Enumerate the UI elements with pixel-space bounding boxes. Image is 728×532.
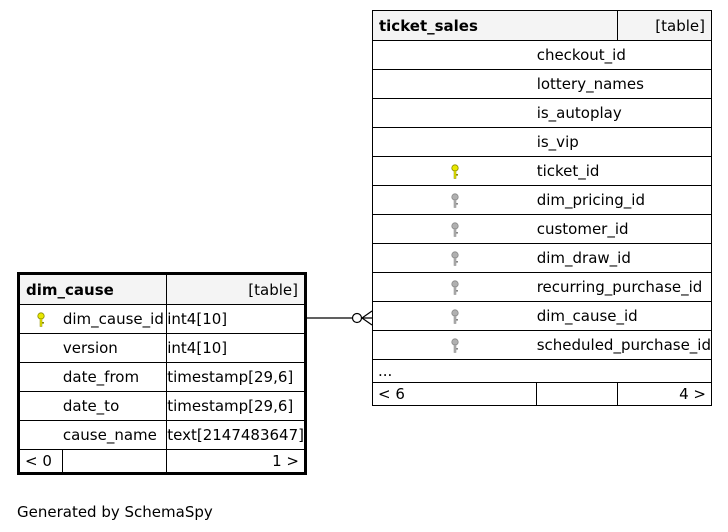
blank-icon-cell	[17, 362, 63, 392]
table-kind: [table]	[617, 10, 712, 41]
column-name[interactable]: is_autoplay	[536, 98, 712, 128]
blank-icon-cell	[17, 420, 63, 450]
column-type: text[2147483647]	[166, 420, 306, 450]
column-name[interactable]: is_vip	[536, 127, 712, 157]
children-count[interactable]: 4 >	[617, 382, 712, 406]
footer-spacer	[62, 449, 168, 474]
column-name[interactable]: scheduled_purchase_id	[536, 330, 712, 360]
foreign-key-icon	[371, 330, 537, 360]
foreign-key-icon	[371, 272, 537, 302]
column-name[interactable]: recurring_purchase_id	[536, 272, 712, 302]
blank-icon-cell	[371, 98, 537, 128]
column-name[interactable]: dim_pricing_id	[536, 185, 712, 215]
blank-icon-cell	[17, 391, 63, 421]
foreign-key-icon	[371, 301, 537, 331]
column-row[interactable]: is_vip	[371, 127, 712, 157]
blank-icon-cell	[371, 127, 537, 157]
column-row[interactable]: dim_pricing_id	[371, 185, 712, 215]
footer-spacer	[536, 382, 619, 406]
column-row[interactable]: checkout_id	[371, 40, 712, 70]
table-title[interactable]: ticket_sales	[371, 10, 619, 41]
column-name[interactable]: dim_cause_id	[62, 304, 168, 334]
column-type: timestamp[29,6]	[166, 362, 306, 392]
primary-key-icon	[17, 304, 63, 334]
column-row[interactable]: dim_cause_id	[371, 301, 712, 331]
blank-icon-cell	[17, 333, 63, 363]
blank-icon-cell	[371, 69, 537, 99]
zero-cardinality-circle	[351, 312, 363, 324]
column-name[interactable]: date_to	[62, 391, 168, 421]
column-name[interactable]: cause_name	[62, 420, 168, 450]
generated-by-caption: Generated by SchemaSpy	[17, 503, 213, 521]
column-row[interactable]: is_autoplay	[371, 98, 712, 128]
primary-key-icon	[371, 156, 537, 186]
foreign-key-icon	[371, 185, 537, 215]
column-type: int4[10]	[166, 333, 306, 363]
column-row[interactable]: recurring_purchase_id	[371, 272, 712, 302]
blank-icon-cell	[371, 40, 537, 70]
column-name[interactable]: lottery_names	[536, 69, 712, 99]
column-row[interactable]: lottery_names	[371, 69, 712, 99]
table-kind: [table]	[166, 273, 306, 305]
column-name[interactable]: dim_draw_id	[536, 243, 712, 273]
column-name[interactable]: version	[62, 333, 168, 363]
column-type: timestamp[29,6]	[166, 391, 306, 421]
parents-count[interactable]: < 6	[371, 382, 538, 406]
column-name[interactable]: dim_cause_id	[536, 301, 712, 331]
more-columns-ellipsis: ...	[372, 359, 712, 383]
column-name[interactable]: date_from	[62, 362, 168, 392]
foreign-key-icon	[371, 214, 537, 244]
table-title[interactable]: dim_cause	[17, 273, 168, 305]
column-name[interactable]: customer_id	[536, 214, 712, 244]
foreign-key-icon	[371, 243, 537, 273]
column-row[interactable]: scheduled_purchase_id	[371, 330, 712, 360]
crows-foot-many	[360, 310, 373, 326]
column-row[interactable]: customer_id	[371, 214, 712, 244]
column-row[interactable]: ticket_id	[371, 156, 712, 186]
children-count[interactable]: 1 >	[166, 449, 306, 474]
column-type: int4[10]	[166, 304, 306, 334]
column-row[interactable]: dim_draw_id	[371, 243, 712, 273]
column-name[interactable]: ticket_id	[536, 156, 712, 186]
column-name[interactable]: checkout_id	[536, 40, 712, 70]
parents-count[interactable]: < 0	[17, 449, 64, 474]
